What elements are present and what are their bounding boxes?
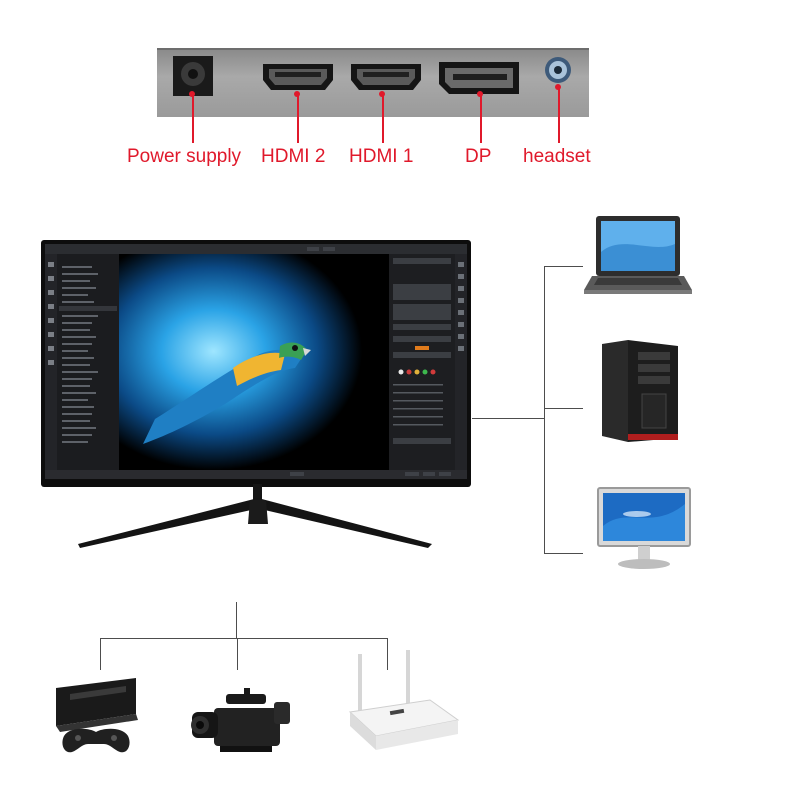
right-vertical-connector [544, 266, 545, 554]
laptop-icon [584, 216, 692, 294]
hdmi1-leader-line [382, 95, 384, 143]
wifi-router-icon [348, 650, 460, 750]
bottom-horizontal-connector [100, 638, 388, 639]
hdmi1-leader-dot [379, 91, 385, 97]
router-connector [387, 638, 388, 670]
monitor-stand [78, 484, 432, 548]
monitor-to-right-connector [472, 418, 544, 419]
hdmi1-label: HDMI 1 [349, 146, 414, 167]
hdmi1-port-icon [351, 64, 421, 90]
headset-leader-dot [555, 84, 561, 90]
dp-label: DP [465, 146, 492, 167]
desktop-tower-icon [602, 340, 678, 442]
dp-port-icon [439, 62, 519, 94]
laptop-connector [544, 266, 583, 267]
headset-port-icon [545, 57, 571, 83]
desktop-connector [544, 408, 583, 409]
monitor-port-panel [157, 48, 589, 117]
dp-leader-line [480, 95, 482, 143]
photo-editor-screenshot [45, 244, 467, 479]
hdmi2-port-icon [263, 64, 333, 90]
camcorder-connector [237, 638, 238, 670]
power-port-icon [173, 56, 213, 96]
power-leader-dot [189, 91, 195, 97]
hdmi2-label: HDMI 2 [261, 146, 326, 167]
monitor-to-bottom-connector [236, 602, 237, 639]
hdmi2-leader-line [297, 95, 299, 143]
console-connector [100, 638, 101, 670]
game-console-icon [56, 678, 138, 753]
headset-label: headset [523, 146, 591, 167]
power-supply-label: Power supply [127, 146, 242, 167]
monitor-device-connector [544, 553, 583, 554]
port-panel-graphic [173, 56, 571, 96]
hdmi2-leader-dot [294, 91, 300, 97]
camcorder-icon [191, 688, 290, 752]
dp-leader-dot [477, 91, 483, 97]
desktop-monitor-icon [597, 487, 691, 569]
power-leader-line [192, 95, 194, 143]
parrot-figure [143, 342, 311, 444]
monitor-screen [45, 244, 467, 479]
headset-leader-line [558, 88, 560, 143]
